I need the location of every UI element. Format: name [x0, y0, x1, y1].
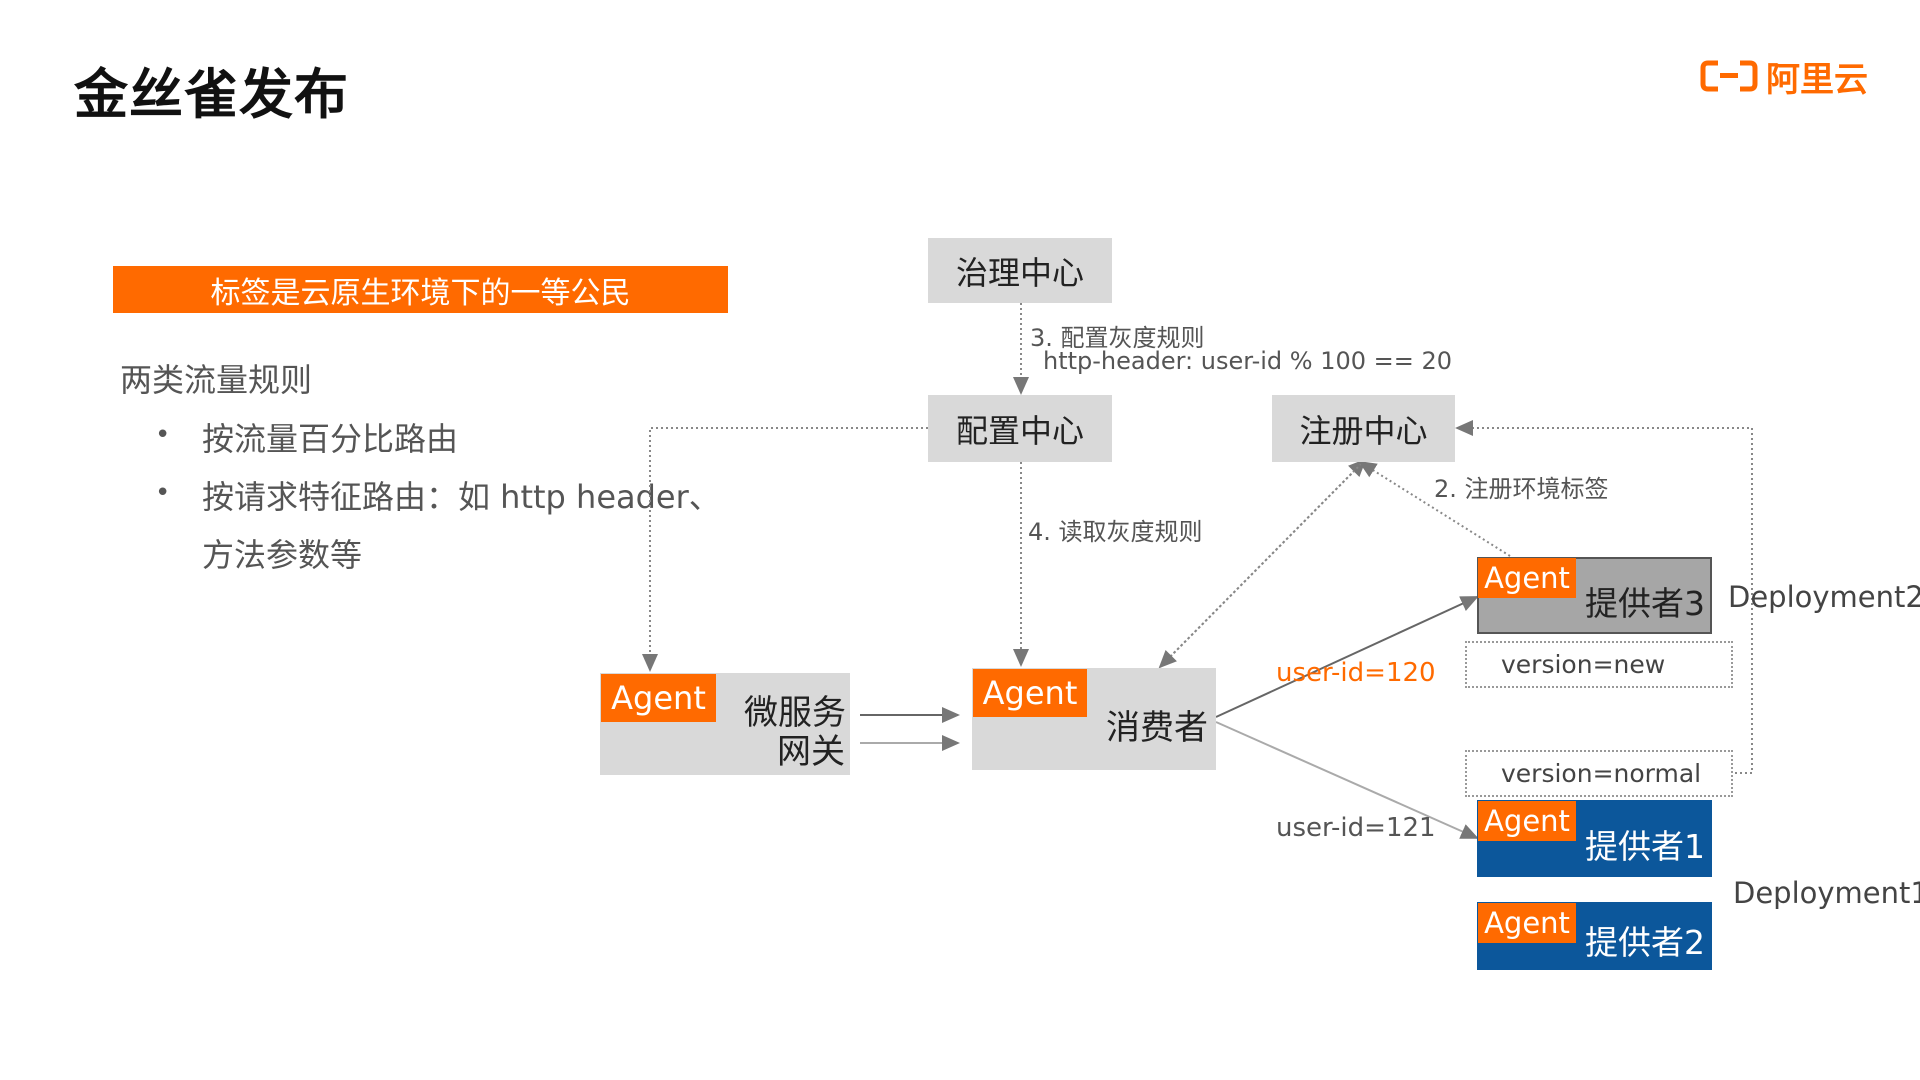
rule-item-percentage: 按流量百分比路由 [202, 420, 459, 458]
step4-label: 4. 读取灰度规则 [1028, 518, 1203, 546]
registry-center: 注册中心 [1272, 395, 1455, 462]
bullet-marker: • [155, 420, 171, 450]
page-title: 金丝雀发布 [74, 63, 349, 126]
step2-label: 2. 注册环境标签 [1434, 475, 1609, 503]
edge-consumer-provider3 [1215, 596, 1479, 718]
provider2-label: 提供者2 [1585, 923, 1705, 962]
step3-rule: http-header: user-id % 100 == 20 [1043, 347, 1453, 375]
edge-consumer-provider1 [1215, 721, 1479, 839]
consumer-label: 消费者 [1106, 708, 1208, 748]
rule-item-continuation: 方法参数等 [202, 536, 363, 574]
highlight-banner: 标签是云原生环境下的一等公民 [113, 266, 728, 313]
aliyun-logo-icon [1700, 60, 1758, 92]
bullet-marker: • [155, 478, 171, 508]
gateway-label-line2: 网关 [777, 732, 845, 772]
aliyun-logo: 阿里云 [1700, 54, 1868, 100]
step3-label: 3. 配置灰度规则 [1030, 324, 1205, 352]
config-center: 配置中心 [928, 395, 1112, 462]
provider3-agent-badge: Agent [1478, 558, 1576, 598]
rules-heading: 两类流量规则 [120, 361, 313, 399]
edge-registry-consumer [1158, 459, 1366, 669]
gateway-label-line1: 微服务 [744, 693, 846, 733]
deployment1-label: Deployment1 [1733, 876, 1920, 910]
provider1-agent-badge: Agent [1478, 801, 1576, 841]
governance-center: 治理中心 [928, 238, 1112, 303]
logo-text: 阿里云 [1766, 59, 1868, 100]
consumer-agent-badge: Agent [973, 669, 1087, 717]
tag-version-new: version=new [1465, 641, 1733, 688]
provider3-label: 提供者3 [1585, 584, 1705, 623]
edge-config-gateway [642, 427, 928, 672]
rule-item-request-feature: 按请求特征路由：如 http header、 [202, 478, 721, 516]
gateway-agent-badge: Agent [601, 674, 716, 722]
route-label-new: user-id=120 [1276, 658, 1436, 688]
provider2-agent-badge: Agent [1478, 903, 1576, 943]
provider1-label: 提供者1 [1585, 827, 1705, 866]
route-label-normal: user-id=121 [1276, 813, 1436, 843]
tag-version-normal: version=normal [1465, 750, 1733, 797]
deployment2-label: Deployment2 [1728, 580, 1920, 614]
